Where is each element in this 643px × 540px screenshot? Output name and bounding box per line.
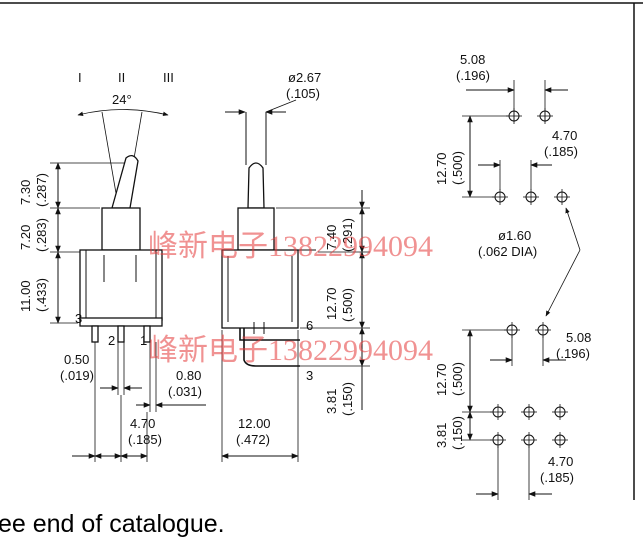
pcb-bottom-spacing: 5.08 bbox=[566, 330, 591, 345]
toggle-lever bbox=[111, 154, 139, 209]
side-body bbox=[221, 249, 299, 329]
terminal-thick: 0.80 bbox=[176, 368, 201, 383]
front-h-mid: 7.20 bbox=[18, 225, 33, 250]
front-pin-label-1: 1 bbox=[140, 333, 147, 348]
front-h-top: 7.30 bbox=[18, 180, 33, 205]
front-body bbox=[79, 249, 163, 321]
front-pitch: 4.70 bbox=[130, 416, 155, 431]
pcb-layout-top: 5.08 (.196) 12.70 (.500) 4.70 (.185) ø1.… bbox=[434, 52, 581, 317]
side-view: ø2.67 (.105) 6 3 7.40 (.291) 1 bbox=[221, 70, 370, 462]
terminal-width-in: (.019) bbox=[60, 368, 94, 383]
pcb-top-hole-1 bbox=[506, 108, 522, 124]
pcb-top-spacing: 5.08 bbox=[460, 52, 485, 67]
side-h-bushing: 7.40 bbox=[324, 225, 339, 250]
side-lever bbox=[247, 162, 265, 209]
pcb-top-hole-2 bbox=[537, 108, 553, 124]
terminal-thick-in: (.031) bbox=[168, 384, 202, 399]
position-label-3: III bbox=[163, 70, 174, 85]
pcb-bottom-hole-1 bbox=[504, 322, 520, 338]
side-terminal-3 bbox=[243, 328, 300, 367]
side-width: 12.00 bbox=[238, 416, 271, 431]
pcb-hole-diameter-in: (.062 DIA) bbox=[478, 244, 537, 259]
pcb-bottom-hole-2 bbox=[535, 322, 551, 338]
pcb-bottom-hole-6 bbox=[490, 432, 506, 448]
position-label-1: I bbox=[78, 70, 82, 85]
side-h-term: 3.81 bbox=[324, 389, 339, 414]
pcb-bottom-height: 12.70 bbox=[434, 363, 449, 396]
watermark-2: 峰新电子13822994094 bbox=[148, 334, 433, 367]
pcb-layout-bottom: 5.08 (.196) 12.70 (.500) 3.81 (.150) 4.7… bbox=[434, 322, 591, 500]
side-bushing bbox=[237, 207, 275, 251]
pcb-top-height-in: (.500) bbox=[450, 151, 465, 185]
pcb-bottom-row: 3.81 bbox=[434, 423, 449, 448]
front-terminal-2 bbox=[117, 325, 125, 343]
pcb-bottom-hole-7 bbox=[521, 432, 537, 448]
front-terminal-1 bbox=[143, 325, 151, 343]
side-h-body: 12.70 bbox=[324, 287, 339, 320]
pcb-bottom-hole-3 bbox=[490, 404, 506, 420]
side-diameter: ø2.67 bbox=[288, 70, 321, 85]
front-bushing bbox=[101, 207, 141, 251]
side-h-bushing-in: (.291) bbox=[340, 218, 355, 252]
pcb-bottom-hole-8 bbox=[552, 432, 568, 448]
front-pitch-in: (.185) bbox=[128, 432, 162, 447]
pcb-bottom-row-in: (.150) bbox=[450, 416, 465, 450]
pcb-top-height: 12.70 bbox=[434, 152, 449, 185]
side-pin-label-3: 3 bbox=[306, 368, 313, 383]
pcb-bottom-pitch: 4.70 bbox=[548, 454, 573, 469]
front-h-mid-in: (.283) bbox=[34, 218, 49, 252]
pcb-bottom-hole-5 bbox=[552, 404, 568, 420]
front-pin-label-3: 3 bbox=[75, 311, 82, 326]
pcb-bottom-height-in: (.500) bbox=[450, 362, 465, 396]
pcb-top-hole-5 bbox=[554, 189, 570, 205]
catalogue-footer-text: ee end of catalogue. bbox=[0, 510, 225, 538]
front-pin-label-2: 2 bbox=[108, 333, 115, 348]
watermark-1: 峰新电子13822994094 bbox=[148, 230, 433, 263]
side-h-body-in: (.500) bbox=[340, 288, 355, 322]
front-h-body-in: (.433) bbox=[34, 278, 49, 312]
pcb-bottom-spacing-in: (.196) bbox=[556, 346, 590, 361]
front-terminal-3 bbox=[91, 325, 99, 343]
pcb-top-spacing-in: (.196) bbox=[456, 68, 490, 83]
pcb-bottom-hole-4 bbox=[521, 404, 537, 420]
front-view: I II III 24° 3 2 1 7.30 (.2 bbox=[18, 70, 206, 462]
pcb-top-pitch: 4.70 bbox=[552, 128, 577, 143]
pcb-top-hole-4 bbox=[523, 189, 539, 205]
front-h-top-in: (.287) bbox=[34, 173, 49, 207]
angle-arc bbox=[77, 109, 169, 117]
angle-label: 24° bbox=[112, 92, 132, 107]
side-terminal-6 bbox=[239, 328, 300, 341]
pcb-hole-diameter: ø1.60 bbox=[498, 228, 531, 243]
pcb-top-hole-3 bbox=[492, 189, 508, 205]
side-h-term-in: (.150) bbox=[340, 382, 355, 416]
front-h-body: 11.00 bbox=[18, 280, 33, 312]
terminal-width: 0.50 bbox=[64, 352, 89, 367]
pcb-top-pitch-in: (.185) bbox=[544, 144, 578, 159]
side-width-in: (.472) bbox=[236, 432, 270, 447]
side-diameter-in: (.105) bbox=[286, 86, 320, 101]
position-label-2: II bbox=[118, 70, 125, 85]
side-pin-label-6: 6 bbox=[306, 318, 313, 333]
pcb-bottom-pitch-in: (.185) bbox=[540, 470, 574, 485]
